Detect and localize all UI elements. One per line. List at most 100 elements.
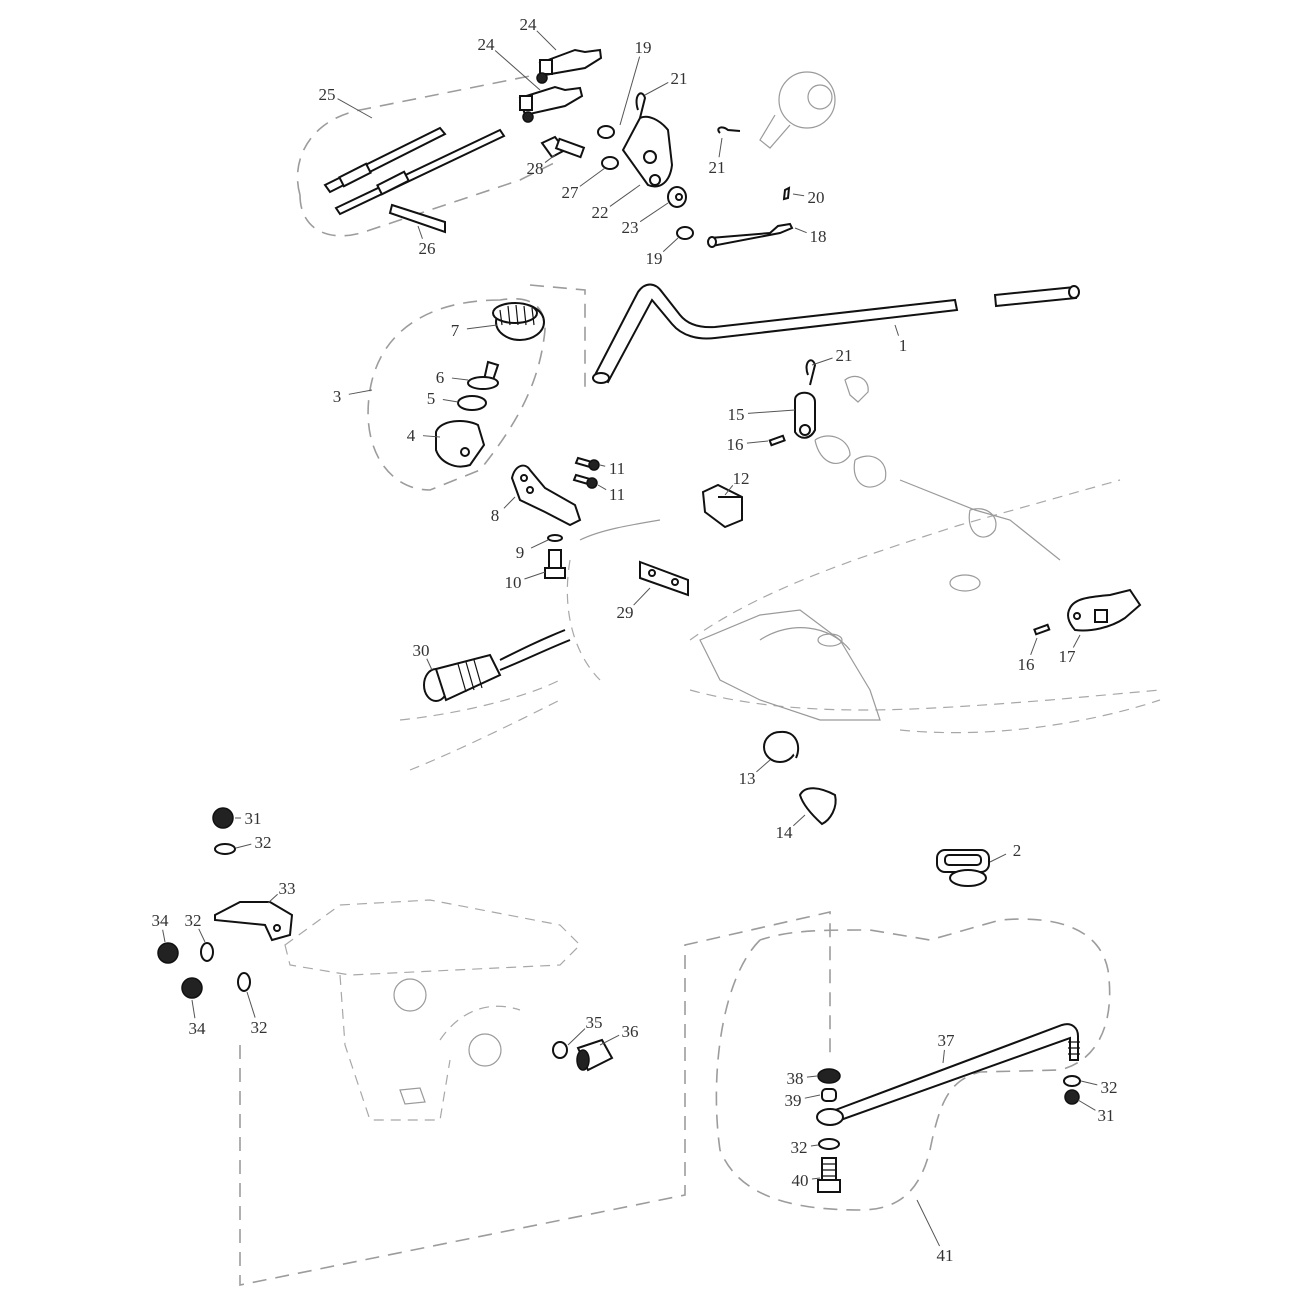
part-32-washer-e[interactable] [818, 1138, 840, 1150]
part-11-screw-upper[interactable] [574, 456, 600, 471]
part-20-pin[interactable] [782, 186, 791, 201]
part-21-clip-c[interactable] [805, 359, 817, 386]
part-29-plate[interactable] [639, 560, 689, 597]
part-24-cable-end-lower[interactable] [518, 85, 584, 117]
callout-32[interactable]: 32 [185, 911, 206, 943]
part-18-rod[interactable] [707, 222, 794, 248]
part-27-washer[interactable] [601, 156, 619, 170]
callout-12[interactable]: 12 [724, 469, 750, 496]
part-32-washer-d[interactable] [1063, 1075, 1081, 1087]
part-21-clip-b[interactable] [717, 126, 741, 134]
part-37-link-rod[interactable] [816, 1023, 1080, 1126]
part-17-lever[interactable] [1066, 588, 1142, 632]
part-23-bushing[interactable] [667, 186, 687, 208]
part-6-screw[interactable] [467, 360, 500, 390]
callout-16[interactable]: 16 [727, 435, 769, 454]
callout-41[interactable]: 41 [916, 1199, 954, 1265]
part-22-lever-plate[interactable] [621, 115, 674, 188]
part-35-o-ring[interactable] [552, 1041, 568, 1059]
callout-31[interactable]: 31 [235, 809, 262, 828]
part-2-grommet[interactable] [936, 849, 990, 887]
part-25-control-cables[interactable] [323, 126, 506, 216]
callout-7[interactable]: 7 [451, 321, 498, 340]
callout-31[interactable]: 31 [1077, 1099, 1115, 1125]
callout-14[interactable]: 14 [776, 814, 806, 842]
callout-16[interactable]: 16 [1018, 637, 1038, 674]
callout-30[interactable]: 30 [413, 641, 433, 671]
callout-37[interactable]: 37 [938, 1031, 956, 1064]
callout-29[interactable]: 29 [617, 587, 651, 622]
part-28-bolt[interactable] [540, 135, 586, 159]
part-19-washer-upper[interactable] [597, 125, 615, 139]
part-30-connector[interactable] [423, 629, 571, 702]
callout-6[interactable]: 6 [436, 368, 469, 387]
callout-34[interactable]: 34 [189, 999, 207, 1038]
part-21-clip-a[interactable] [635, 92, 647, 119]
part-26-clip[interactable] [388, 203, 446, 234]
callout-2[interactable]: 2 [989, 841, 1021, 863]
part-24-nut-upper[interactable] [536, 72, 548, 84]
part-40-bolt[interactable] [817, 1157, 841, 1193]
part-16-pin-lower[interactable] [1033, 623, 1051, 636]
callout-40[interactable]: 40 [792, 1171, 821, 1190]
part-12-block[interactable] [701, 483, 743, 529]
part-34-nut-upper[interactable] [157, 942, 179, 964]
part-31-nut-upper[interactable] [212, 807, 234, 829]
callout-19[interactable]: 19 [619, 38, 652, 126]
part-5-washer[interactable] [457, 395, 487, 411]
callout-26[interactable]: 26 [417, 225, 436, 258]
part-11-screw-lower[interactable] [572, 473, 598, 489]
callout-9[interactable]: 9 [516, 539, 549, 562]
callout-21[interactable]: 21 [709, 137, 726, 177]
callout-10[interactable]: 10 [505, 571, 546, 592]
part-10-bolt[interactable] [544, 549, 566, 579]
callout-11[interactable]: 11 [597, 484, 625, 504]
callout-25[interactable]: 25 [319, 85, 373, 119]
callout-21[interactable]: 21 [811, 346, 853, 366]
callout-24[interactable]: 24 [520, 15, 557, 51]
callout-11[interactable]: 11 [599, 459, 625, 478]
callout-4[interactable]: 4 [407, 426, 441, 445]
part-15-clevis[interactable] [794, 391, 816, 439]
callout-17[interactable]: 17 [1059, 634, 1081, 666]
callout-18[interactable]: 18 [794, 227, 827, 246]
part-39-spacer[interactable] [821, 1088, 837, 1102]
callout-28[interactable]: 28 [527, 154, 556, 178]
callout-33[interactable]: 33 [267, 879, 296, 904]
part-32-washer-b[interactable] [200, 942, 214, 962]
part-16-pin-upper[interactable] [768, 434, 786, 447]
callout-22[interactable]: 22 [592, 184, 641, 222]
callout-27[interactable]: 27 [562, 167, 606, 202]
callout-20[interactable]: 20 [792, 188, 825, 207]
part-4-elbow[interactable] [435, 419, 486, 468]
part-8-bracket-plate[interactable] [510, 464, 582, 527]
part-38-nut[interactable] [817, 1068, 841, 1084]
part-9-washer[interactable] [547, 534, 563, 542]
callout-19[interactable]: 19 [646, 237, 679, 268]
callout-23[interactable]: 23 [622, 202, 669, 237]
callout-15[interactable]: 15 [728, 405, 796, 424]
part-13-plug[interactable] [763, 730, 800, 763]
callout-36[interactable]: 36 [599, 1022, 639, 1046]
part-19-washer-lower[interactable] [676, 226, 694, 240]
callout-32[interactable]: 32 [246, 991, 268, 1037]
part-34-nut-lower[interactable] [181, 977, 203, 999]
part-14-plug[interactable] [798, 787, 837, 826]
callout-13[interactable]: 13 [739, 759, 771, 788]
part-36-bushing[interactable] [576, 1038, 614, 1072]
part-1-steering-tube[interactable] [592, 283, 1080, 384]
part-31-nut-lower[interactable] [1064, 1089, 1080, 1105]
part-33-bracket[interactable] [214, 901, 294, 942]
callout-32[interactable]: 32 [791, 1138, 819, 1157]
callout-35[interactable]: 35 [567, 1013, 603, 1046]
callout-32[interactable]: 32 [1080, 1078, 1118, 1097]
callout-34[interactable]: 34 [152, 911, 170, 943]
part-32-washer-a[interactable] [214, 843, 236, 855]
part-24-cable-end-upper[interactable] [538, 48, 603, 77]
callout-39[interactable]: 39 [785, 1091, 821, 1110]
part-32-washer-c[interactable] [237, 972, 251, 992]
callout-5[interactable]: 5 [427, 389, 459, 408]
callout-1[interactable]: 1 [894, 324, 907, 355]
callout-38[interactable]: 38 [787, 1069, 818, 1088]
callout-8[interactable]: 8 [491, 496, 516, 525]
